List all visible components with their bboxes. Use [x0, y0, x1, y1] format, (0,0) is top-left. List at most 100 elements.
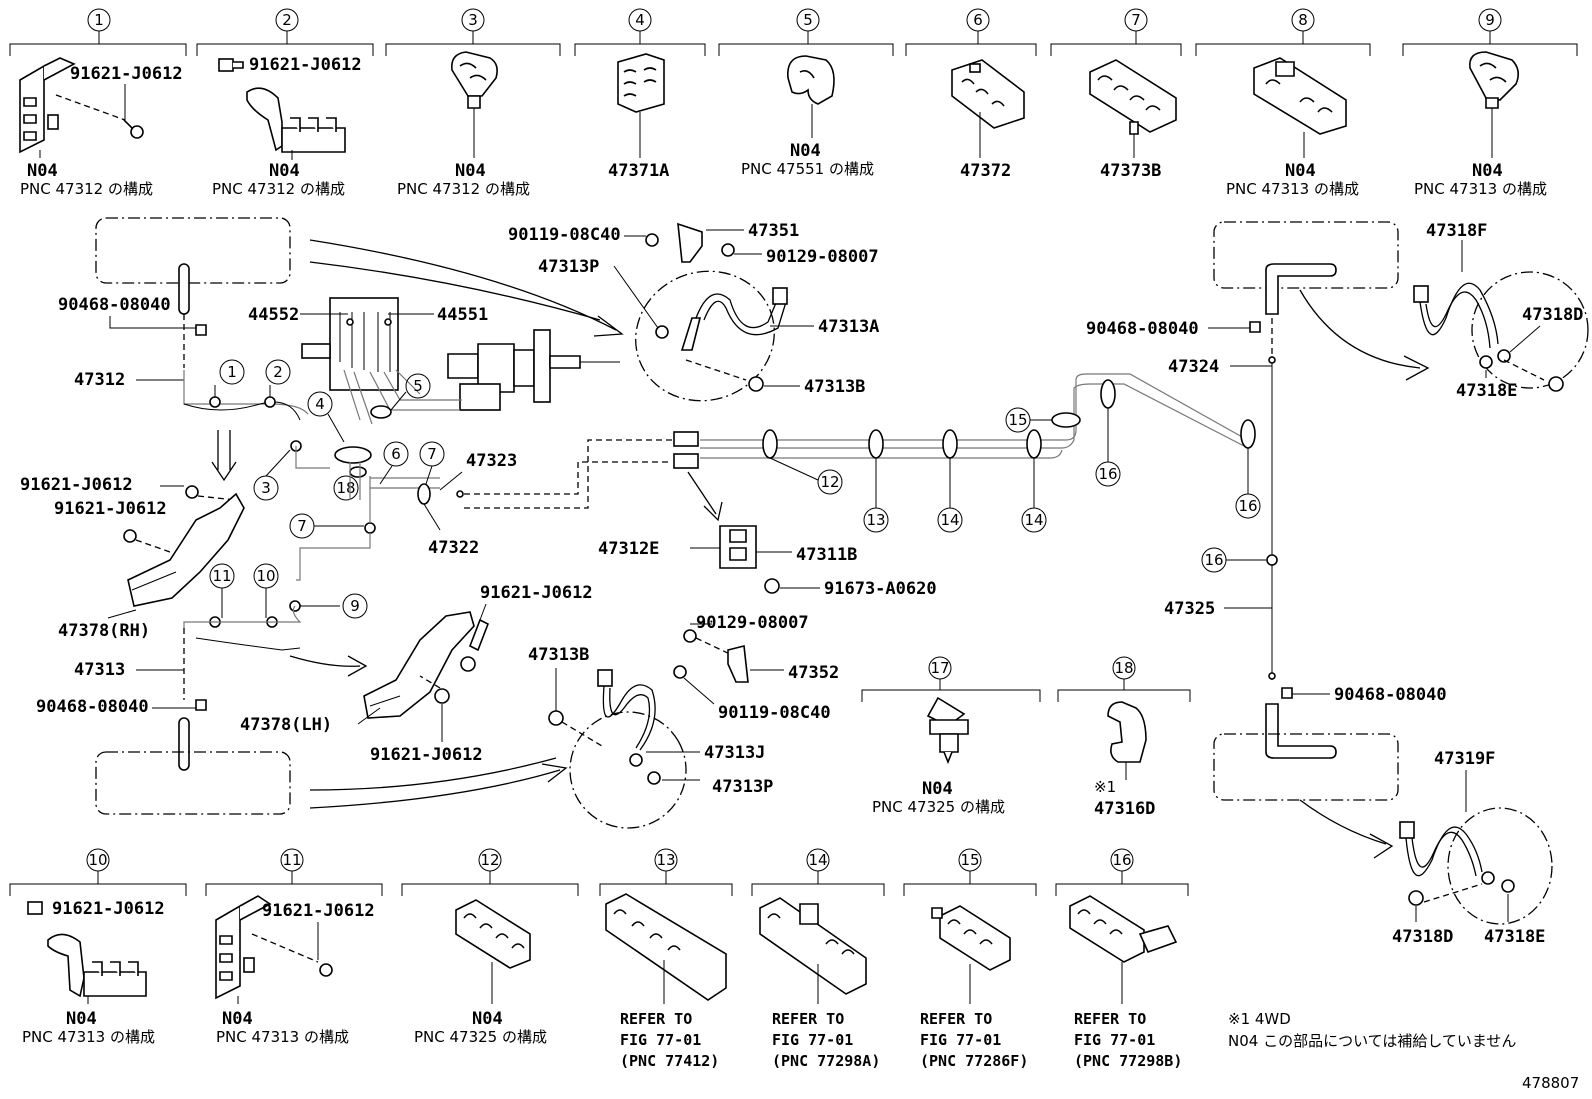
header-item-4[interactable]: 4 47371A — [574, 8, 706, 181]
callout-91621-J0612-a[interactable]: 91621-J0612 — [20, 475, 133, 495]
clamp-icon — [195, 324, 207, 336]
svg-text:PNC 47313 の構成: PNC 47313 の構成 — [1226, 180, 1359, 198]
svg-text:14: 14 — [940, 511, 959, 529]
callout-90468-08040[interactable]: 90468-08040 — [58, 295, 171, 315]
svg-text:N04: N04 — [455, 161, 486, 181]
svg-text:PNC 47312 の構成: PNC 47312 の構成 — [212, 180, 345, 198]
header-row: 1 91621-J0612 N04 PNC 47312 の構成 2 91621-… — [9, 8, 1578, 198]
callout-47378-RH[interactable]: 47378(RH) — [58, 621, 150, 641]
svg-text:15: 15 — [960, 851, 979, 869]
svg-text:11: 11 — [282, 851, 301, 869]
footer-item-13[interactable]: 13 REFER TO FIG 77-01 (PNC 77412) — [599, 848, 733, 1070]
callout-90119-08C40-b[interactable]: 90119-08C40 — [718, 703, 831, 723]
bolt-icon — [764, 578, 780, 594]
mid-item-18[interactable]: 18 ※1 47316D — [1057, 656, 1191, 819]
callout-47312[interactable]: 47312 — [74, 370, 125, 390]
svg-text:3: 3 — [468, 11, 478, 29]
callout-47313[interactable]: 47313 — [74, 660, 125, 680]
footer-item-15[interactable]: 15 REFER TO FIG 77-01 (PNC 77286F) — [903, 848, 1037, 1070]
callout-90129-08007-b[interactable]: 90129-08007 — [696, 613, 809, 633]
callout-90468-08040-c[interactable]: 90468-08040 — [1086, 319, 1199, 339]
svg-text:※1: ※1 — [1094, 778, 1116, 796]
callout-47313B[interactable]: 47313B — [804, 377, 865, 397]
header-item-9[interactable]: 9 N04 PNC 47313 の構成 — [1402, 8, 1578, 198]
callout-47318D[interactable]: 47318D — [1522, 305, 1583, 325]
callout-44551[interactable]: 44551 — [437, 305, 488, 325]
svg-text:7: 7 — [297, 517, 307, 535]
header-item-6[interactable]: 6 47372 — [905, 8, 1037, 181]
header-item-2[interactable]: 2 91621-J0612 N04 PNC 47312 の構成 — [196, 8, 374, 198]
callout-47325[interactable]: 47325 — [1164, 599, 1215, 619]
callout-91673-A0620[interactable]: 91673-A0620 — [824, 579, 937, 599]
svg-text:1: 1 — [227, 363, 237, 381]
callout-47351[interactable]: 47351 — [748, 221, 799, 241]
svg-text:PNC 47551 の構成: PNC 47551 の構成 — [741, 160, 874, 178]
callout-47319F[interactable]: 47319F — [1434, 749, 1495, 769]
callout-47313B-b[interactable]: 47313B — [528, 645, 589, 665]
callout-47378-LH[interactable]: 47378(LH) — [240, 715, 332, 735]
callout-47313P-b[interactable]: 47313P — [712, 777, 773, 797]
footer-item-10[interactable]: 10 91621-J0612 N04 PNC 47313 の構成 — [9, 848, 187, 1046]
callout-90129-08007[interactable]: 90129-08007 — [766, 247, 879, 267]
callout-47318E-b[interactable]: 47318E — [1484, 927, 1545, 947]
left-assembly: 90468-08040 47312 1 2 91621-J0612 91621-… — [20, 217, 376, 815]
svg-text:15: 15 — [1008, 411, 1027, 429]
mid-item-17[interactable]: 17 N04 PNC 47325 の構成 — [861, 656, 1041, 816]
bolt-icon — [683, 629, 697, 643]
brake-line-run: 12 13 14 14 15 16 16 — [700, 373, 1261, 533]
svg-text:N04: N04 — [472, 1009, 503, 1029]
bolt-icon — [27, 901, 43, 915]
callout-91621-J0612-b[interactable]: 91621-J0612 — [54, 499, 167, 519]
svg-text:2: 2 — [273, 363, 283, 381]
callout-44552[interactable]: 44552 — [248, 305, 299, 325]
footer-item-12[interactable]: 12 N04 PNC 47325 の構成 — [401, 848, 579, 1046]
callout-47324[interactable]: 47324 — [1168, 357, 1219, 377]
callout-47322[interactable]: 47322 — [428, 538, 479, 558]
front-hose-group: 90119-08C40 47351 90129-08007 47313P 473… — [508, 221, 879, 402]
header-item-1[interactable]: 1 91621-J0612 N04 PNC 47312 の構成 — [9, 8, 187, 198]
header-item-5[interactable]: 5 N04 PNC 47551 の構成 — [718, 8, 894, 178]
svg-text:16: 16 — [1112, 851, 1131, 869]
callout-47323[interactable]: 47323 — [466, 451, 517, 471]
footer-item-11[interactable]: 11 91621-J0612 N04 PNC 47313 の構成 — [205, 848, 383, 1046]
svg-text:2: 2 — [282, 11, 292, 29]
callout-47318D-b[interactable]: 47318D — [1392, 927, 1453, 947]
clamp-icon — [1249, 321, 1261, 333]
svg-text:3: 3 — [261, 479, 271, 497]
callout-90468-08040-d[interactable]: 90468-08040 — [1334, 685, 1447, 705]
footer-item-14[interactable]: 14 REFER TO FIG 77-01 (PNC 77298A) — [751, 848, 885, 1070]
callout-47312E[interactable]: 47312E — [598, 539, 659, 559]
svg-text:N04: N04 — [790, 141, 821, 161]
callout-47311B[interactable]: 47311B — [796, 545, 857, 565]
svg-text:91621-J0612: 91621-J0612 — [262, 901, 375, 921]
header-item-7[interactable]: 7 47373B — [1050, 8, 1182, 181]
svg-text:(PNC 77412): (PNC 77412) — [620, 1052, 719, 1070]
svg-text:PNC 47313 の構成: PNC 47313 の構成 — [1414, 180, 1547, 198]
callout-47313J[interactable]: 47313J — [704, 743, 765, 763]
bolt-icon — [185, 485, 199, 499]
svg-text:N04: N04 — [222, 1009, 253, 1029]
callout-47313A[interactable]: 47313A — [818, 317, 879, 337]
callout-47318E[interactable]: 47318E — [1456, 381, 1517, 401]
bolt-icon — [123, 529, 137, 543]
clamp-icon — [195, 699, 207, 711]
callout-47352[interactable]: 47352 — [788, 663, 839, 683]
svg-text:PNC 47325 の構成: PNC 47325 の構成 — [872, 798, 1005, 816]
svg-text:REFER TO: REFER TO — [920, 1010, 992, 1028]
svg-text:91621-J0612: 91621-J0612 — [52, 899, 165, 919]
callout-91621-J0612-d[interactable]: 91621-J0612 — [370, 745, 483, 765]
callout-90119-08C40[interactable]: 90119-08C40 — [508, 225, 621, 245]
footer-item-16[interactable]: 16 REFER TO FIG 77-01 (PNC 77298B) — [1055, 848, 1189, 1070]
header-item-8[interactable]: 8 N04 PNC 47313 の構成 — [1195, 8, 1371, 198]
callout-91621-J0612-c[interactable]: 91621-J0612 — [480, 583, 593, 603]
svg-text:16: 16 — [1238, 497, 1257, 515]
header-item-3[interactable]: 3 N04 PNC 47312 の構成 — [385, 8, 561, 198]
svg-text:91621-J0612: 91621-J0612 — [70, 64, 183, 84]
callout-47318F[interactable]: 47318F — [1426, 221, 1487, 241]
svg-text:FIG 77-01: FIG 77-01 — [620, 1031, 701, 1049]
bolt-icon — [218, 58, 244, 72]
callout-47313P[interactable]: 47313P — [538, 257, 599, 277]
bolt-icon — [748, 376, 764, 392]
callout-90468-08040-b[interactable]: 90468-08040 — [36, 697, 149, 717]
